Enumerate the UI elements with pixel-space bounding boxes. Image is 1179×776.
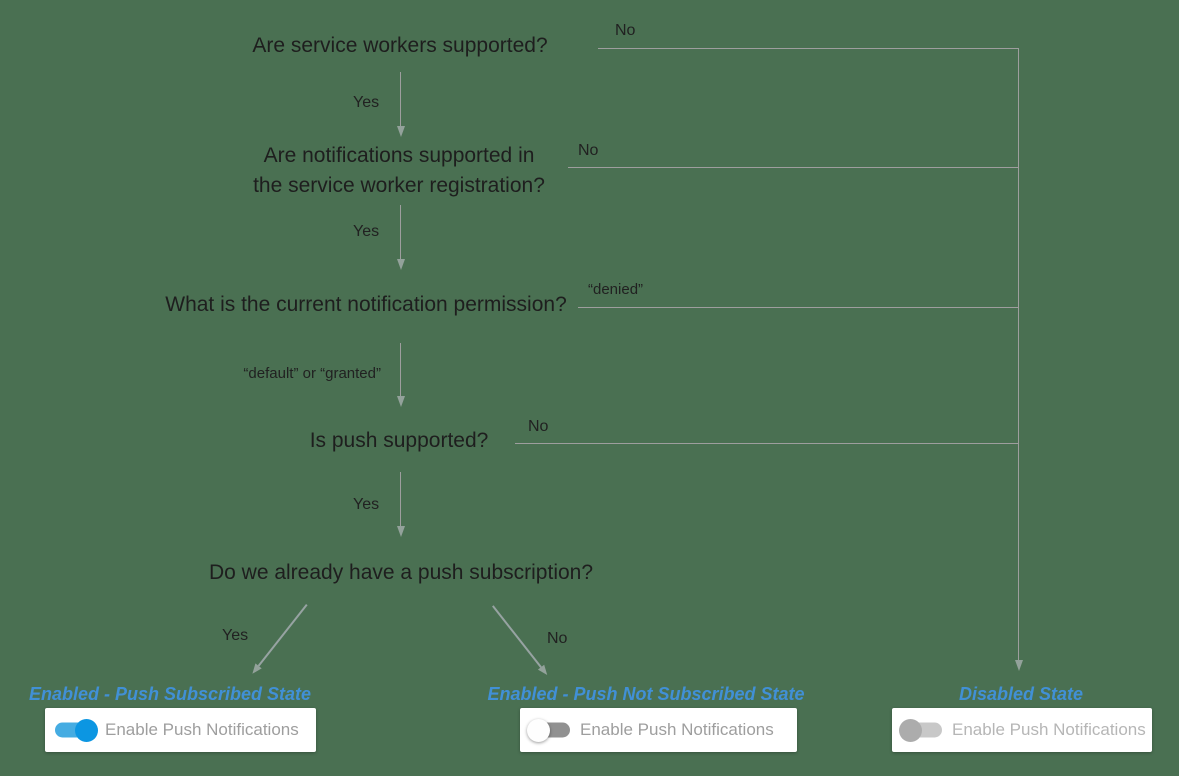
question-notification-permission: What is the current notification permiss… [165, 293, 567, 316]
connector-arrow-q1-yes [396, 72, 405, 137]
branch-label-q4-yes: Yes [353, 496, 380, 513]
connector-line-q4-no [515, 443, 1019, 444]
state-label-push-subscribed: Enabled - Push Subscribed State [28, 684, 312, 704]
enable-push-label: Enable Push Notifications [580, 720, 774, 739]
question-notifications-supported: Are notifications supported in the servi… [253, 144, 545, 197]
arrow-down-icon [396, 526, 405, 537]
connector-line-q3-denied [578, 307, 1019, 308]
push-toggle-off[interactable] [527, 718, 570, 742]
card-push-subscribed[interactable]: Enable Push Notifications [45, 708, 316, 752]
arrow-icon [538, 664, 551, 678]
arrow-down-icon [396, 126, 405, 137]
branch-label-q5-no: No [547, 630, 568, 647]
connector-line-q2-no [568, 167, 1019, 168]
card-disabled: Enable Push Notifications [892, 708, 1152, 752]
arrow-down-icon [1014, 660, 1023, 671]
connector-arrow-q5-no [492, 605, 551, 678]
question-service-workers-supported: Are service workers supported? [252, 34, 548, 57]
branch-label-q2-no: No [578, 142, 599, 159]
branch-label-q5-yes: Yes [222, 627, 249, 644]
branch-label-q3-default-or-granted: “default” or “granted” [243, 365, 381, 382]
connector-arrow-q5-yes [249, 604, 308, 677]
connector-arrow-to-disabled-state [1014, 48, 1023, 671]
card-push-not-subscribed[interactable]: Enable Push Notifications [520, 708, 797, 752]
connector-arrow-q2-yes [396, 205, 405, 270]
connector-line-q1-no [598, 48, 1019, 49]
push-toggle-disabled [899, 718, 942, 742]
enable-push-label: Enable Push Notifications [952, 720, 1146, 739]
branch-label-q4-no: No [528, 418, 549, 435]
question-push-supported: Is push supported? [309, 429, 489, 452]
branch-label-q3-denied: “denied” [588, 281, 644, 298]
push-toggle-on[interactable] [55, 718, 98, 742]
toggle-knob [527, 718, 550, 742]
arrow-icon [249, 663, 262, 677]
state-label-disabled: Disabled State [958, 684, 1084, 704]
arrow-down-icon [396, 259, 405, 270]
toggle-knob [899, 718, 922, 742]
branch-label-q1-yes: Yes [353, 94, 380, 111]
branch-label-q1-no: No [615, 22, 636, 39]
state-label-push-not-subscribed: Enabled - Push Not Subscribed State [487, 684, 805, 704]
arrow-down-icon [396, 396, 405, 407]
connector-arrow-q4-yes [396, 472, 405, 537]
branch-label-q2-yes: Yes [353, 223, 380, 240]
enable-push-label: Enable Push Notifications [105, 720, 299, 739]
toggle-knob [75, 718, 98, 742]
question-existing-push-subscription: Do we already have a push subscription? [208, 561, 594, 584]
connector-arrow-q3-yes [396, 343, 405, 407]
